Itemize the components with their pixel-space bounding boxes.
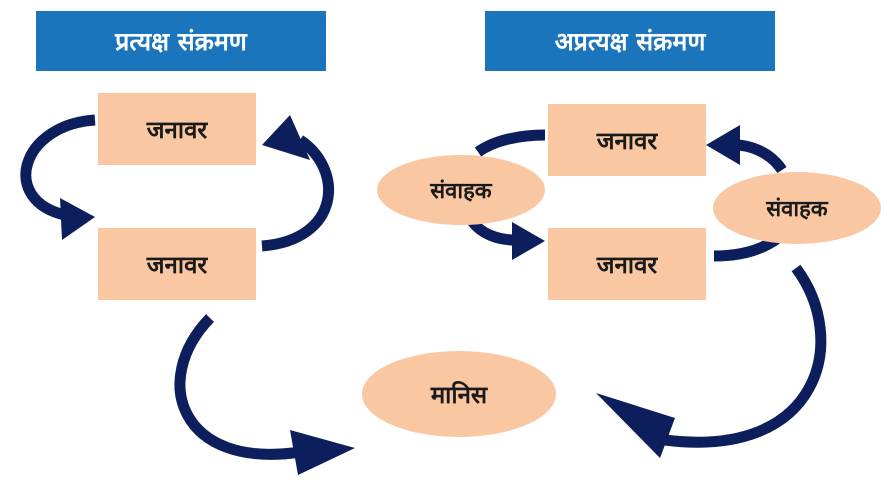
arrow-indirect-vector-to-top: [734, 139, 787, 174]
arrow-direct-top-to-bottom: [20, 114, 96, 221]
header-direct-transmission: प्रत्यक्ष संक्रमण: [36, 11, 326, 71]
arrow-head-direct-top-to-bottom: [60, 198, 95, 240]
arrow-direct-bottom-to-top: [261, 135, 335, 252]
indirect-vector-right: संवाहक: [713, 172, 881, 244]
human-node: मानिस: [362, 351, 556, 437]
arrow-head-direct-bottom-to-top: [262, 115, 310, 160]
indirect-animal-top: जनावर: [548, 104, 706, 176]
direct-animal-top: जनावर: [98, 93, 256, 165]
arrow-head-indirect-vector-to-top: [706, 125, 740, 165]
indirect-animal-bottom: जनावर: [548, 228, 706, 300]
header-indirect-transmission: अप्रत्यक्ष संक्रमण: [485, 11, 775, 71]
direct-animal-bottom: जनावर: [98, 228, 256, 300]
arrow-head-direct-to-human: [290, 430, 355, 475]
arrow-direct-to-human: [174, 314, 301, 460]
arrow-indirect-to-human: [664, 264, 827, 448]
indirect-vector-left: संवाहक: [377, 155, 545, 225]
arrow-head-indirect-vector-to-bottom: [512, 222, 545, 260]
arrow-indirect-top-to-vector: [474, 129, 546, 157]
arrow-head-indirect-to-human: [596, 393, 675, 458]
